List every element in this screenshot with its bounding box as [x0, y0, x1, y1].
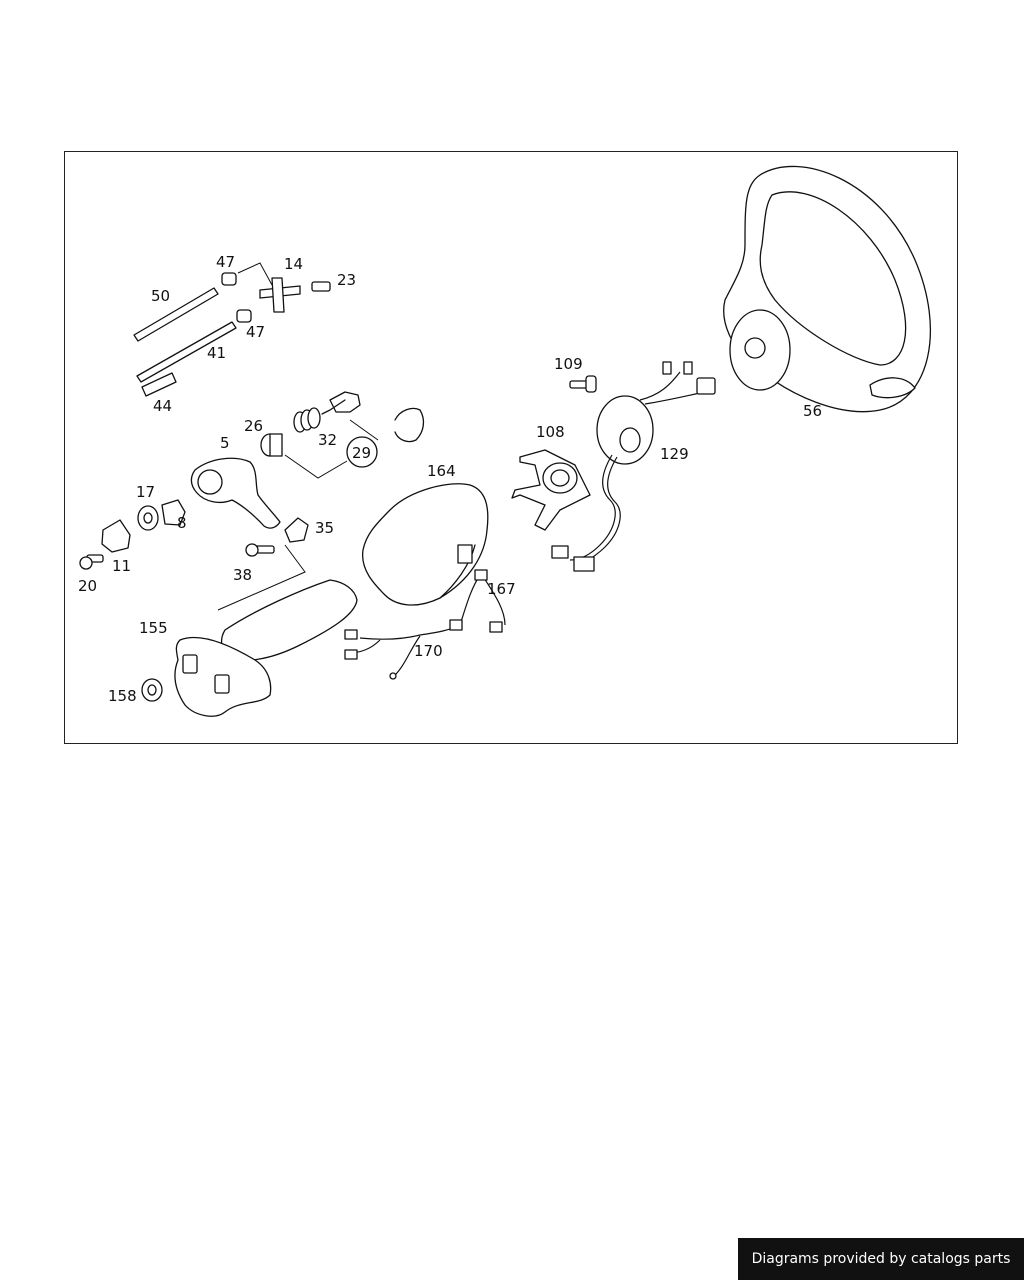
part-label-8: 8 [177, 514, 187, 532]
lock-housing-5-part [190, 457, 281, 529]
part-label-11: 11 [112, 557, 131, 575]
part-label-56: 56 [803, 402, 822, 420]
part-label-17: 17 [136, 483, 155, 501]
credit-banner: Diagrams provided by catalogs parts [738, 1238, 1024, 1280]
shafts-group [133, 272, 331, 397]
steering-wheel-part [723, 165, 932, 413]
part-label-41: 41 [207, 344, 226, 362]
clip-and-screw-group [245, 517, 309, 557]
part-label-109: 109 [554, 355, 583, 373]
part-label-164: 164 [427, 462, 456, 480]
part-label-50: 50 [151, 287, 170, 305]
part-label-155: 155 [139, 619, 168, 637]
credit-text: Diagrams provided by catalogs parts [751, 1251, 1011, 1267]
part-label-167: 167 [487, 580, 516, 598]
part-label-5: 5 [220, 434, 230, 452]
nut-158-part [141, 678, 163, 702]
spring-32-part [293, 407, 321, 433]
part-label-44: 44 [153, 397, 172, 415]
part-label-158: 158 [108, 687, 137, 705]
small-parts-group [79, 499, 186, 570]
part-label-35: 35 [315, 519, 334, 537]
sleeve-26-part [260, 433, 283, 457]
part-label-20: 20 [78, 577, 97, 595]
bolt-109-part [569, 375, 597, 393]
part-label-29: 29 [352, 444, 371, 462]
part-label-170: 170 [414, 642, 443, 660]
part-label-38: 38 [233, 566, 252, 584]
part-label-26: 26 [244, 417, 263, 435]
part-label-129: 129 [660, 445, 689, 463]
column-cover-164-part [362, 483, 489, 606]
part-label-47-bottom: 47 [246, 323, 265, 341]
part-label-14: 14 [284, 255, 303, 273]
part-label-32: 32 [318, 431, 337, 449]
part-label-23: 23 [337, 271, 356, 289]
part-number-labels: 5 8 11 14 17 20 23 26 29 32 35 38 41 44 … [78, 253, 822, 705]
part-label-108: 108 [536, 423, 565, 441]
bracket-108-part [511, 449, 591, 531]
column-jacket-155-part [174, 579, 358, 717]
part-label-47-top: 47 [216, 253, 235, 271]
clock-spring-129-part [551, 361, 716, 572]
leader-lines [217, 262, 379, 611]
wiring-harness-167-170-part [344, 569, 506, 680]
key-29-part [321, 391, 425, 468]
